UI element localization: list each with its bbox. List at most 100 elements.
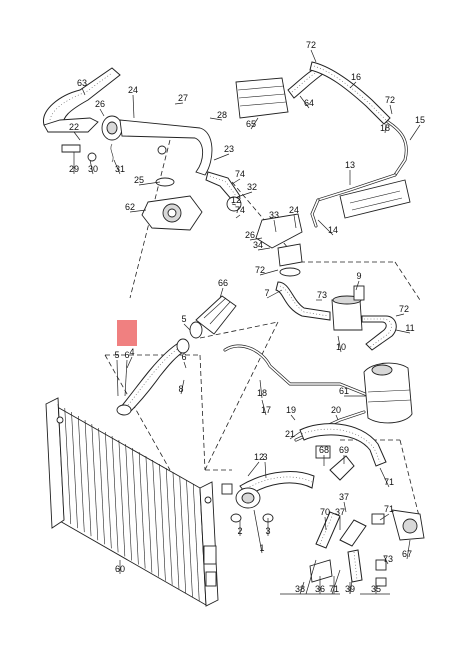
callout-label: 65 <box>246 119 256 129</box>
leader-line <box>249 237 263 241</box>
radiator-fin <box>186 479 193 597</box>
leader-line <box>89 159 94 175</box>
callout-label: 9 <box>356 271 361 281</box>
callout-label: 71 <box>384 477 394 487</box>
callout-label: 13 <box>345 160 355 170</box>
leader-line <box>273 219 277 233</box>
radiator-fin <box>179 475 187 593</box>
callout-label: 34 <box>253 240 263 250</box>
highlight-box-part-4 <box>117 320 137 346</box>
callout-label: 60 <box>115 564 125 574</box>
callout-label: 38 <box>295 584 305 594</box>
callout-label: 37 <box>339 492 349 502</box>
radiator-fin <box>91 423 99 541</box>
callout-label: 72 <box>385 95 395 105</box>
callout-label: 12 <box>254 452 264 462</box>
leader-line <box>81 87 86 96</box>
leader-line <box>231 178 241 185</box>
callout-label: 11 <box>405 323 414 333</box>
leader-line <box>126 356 133 369</box>
callout-label: 72 <box>399 304 409 314</box>
leader-line <box>132 94 135 119</box>
callout-label: 26 <box>95 99 105 109</box>
leader-line <box>259 379 263 399</box>
leader-line <box>355 280 360 291</box>
leader-line <box>253 509 263 554</box>
leader-line <box>99 108 105 117</box>
callout-label: 66 <box>218 278 228 288</box>
leader-line <box>219 287 224 299</box>
radiator-fin <box>138 451 146 569</box>
callout-label: 24 <box>289 205 299 215</box>
coolant-flange-connector <box>205 171 303 277</box>
callout-label: 61 <box>339 386 349 396</box>
leader-line <box>379 467 390 488</box>
callout-label: 23 <box>224 144 234 154</box>
callout-label: 5 <box>114 350 119 360</box>
leader-line <box>384 123 387 134</box>
callout-label: 21 <box>285 429 295 439</box>
leader-line <box>349 81 357 89</box>
callout-label: 24 <box>128 85 138 95</box>
leader-lines <box>73 49 421 595</box>
callout-label: 26 <box>245 230 255 240</box>
callout-label: 1 <box>259 543 264 553</box>
water-pump <box>141 177 203 231</box>
radiator-fin <box>84 419 92 537</box>
callout-label: 18 <box>257 388 267 398</box>
leader-line <box>335 414 339 421</box>
callout-label: 31 <box>115 164 125 174</box>
leader-line <box>343 501 347 513</box>
callout-label: 71 <box>384 504 394 514</box>
leader-line <box>317 219 334 236</box>
callout-label: 3 <box>262 452 267 462</box>
callout-label: 70 <box>320 507 330 517</box>
coolant-pipe-part-66 <box>189 295 237 339</box>
radiator <box>45 397 219 607</box>
callout-label: 74 <box>235 169 245 179</box>
leader-line <box>124 359 128 397</box>
leader-line <box>180 379 185 395</box>
radiator-fin <box>64 407 72 525</box>
radiator-fin <box>111 435 119 553</box>
callout-label: 73 <box>383 554 393 564</box>
leader-line <box>406 539 411 560</box>
lower-coolant-hoses <box>239 423 387 497</box>
callout-label: 6 <box>181 352 186 362</box>
callout-label: 15 <box>415 115 425 125</box>
oil-cooler <box>235 65 327 119</box>
leader-line <box>129 209 147 213</box>
dashed-outline-right <box>340 439 421 521</box>
radiator-fin <box>71 411 78 529</box>
leader-line <box>113 159 121 175</box>
callout-label: 28 <box>217 110 227 120</box>
leader-line <box>379 513 390 521</box>
dashed-outline-left <box>104 354 206 471</box>
leader-line <box>324 516 327 531</box>
callout-label: 62 <box>125 202 135 212</box>
callout-label: 71 <box>329 584 339 594</box>
leader-line <box>395 329 411 334</box>
callout-label: 36 <box>315 584 325 594</box>
leader-line <box>116 359 119 397</box>
leader-line <box>266 289 283 299</box>
radiator-fin <box>192 483 200 601</box>
coolant-expansion-tank <box>363 362 413 424</box>
heater-hose-and-valve <box>275 281 397 351</box>
radiator-fin <box>145 455 153 573</box>
leader-line <box>257 247 271 251</box>
leader-line <box>259 269 279 276</box>
leader-line <box>235 214 241 219</box>
leader-line <box>337 335 342 353</box>
dashed-outline-middle <box>199 321 279 471</box>
radiator-fin <box>132 447 139 565</box>
leader-line <box>299 95 310 109</box>
callout-label: 2 <box>237 526 242 536</box>
callout-label: 29 <box>69 164 79 174</box>
leader-line <box>250 117 259 130</box>
leader-line <box>293 214 297 229</box>
radiator-fin <box>159 463 166 581</box>
callout-label: 25 <box>134 175 144 185</box>
radiator-fin <box>57 403 65 521</box>
callout-label: 19 <box>286 405 296 415</box>
